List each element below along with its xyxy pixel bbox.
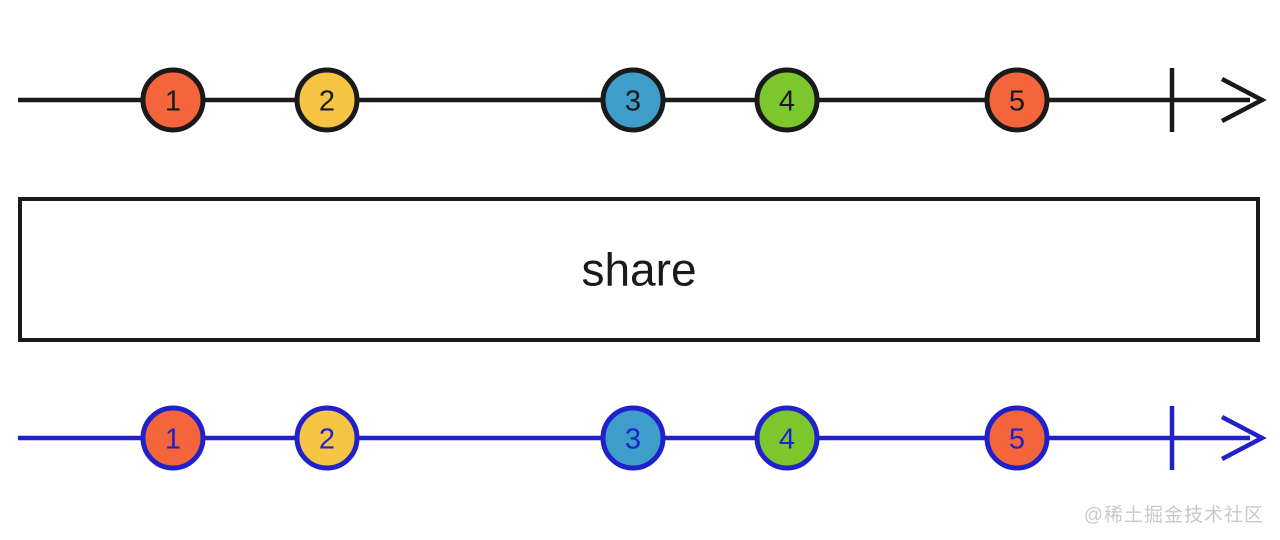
marble (754, 67, 820, 133)
source-timeline: 1 2 3 4 5 (18, 67, 1267, 133)
marble (294, 405, 360, 471)
marble (754, 405, 820, 471)
marble (140, 67, 206, 133)
marble-label: 3 (625, 85, 641, 117)
marble-label: 1 (165, 85, 181, 117)
operator-label: share (581, 244, 696, 296)
watermark: @稀土掘金技术社区 (1083, 505, 1264, 526)
marble-label: 4 (779, 85, 795, 117)
marble-label: 2 (319, 85, 335, 117)
shared-timeline: 1 2 3 4 5 (18, 405, 1267, 471)
operator-box-border (18, 197, 1260, 342)
marble (294, 67, 360, 133)
marble-label: 5 (1009, 85, 1025, 117)
marble (600, 405, 666, 471)
marble (984, 67, 1050, 133)
marble (140, 405, 206, 471)
marble-label: 4 (779, 423, 795, 455)
marble (984, 405, 1050, 471)
marble-label: 5 (1009, 423, 1025, 455)
marble-label: 3 (625, 423, 641, 455)
marble (600, 67, 666, 133)
marble-label: 2 (319, 423, 335, 455)
operator-box: share (18, 197, 1260, 342)
arrow-head-icon (1220, 77, 1267, 123)
arrow-head-icon (1220, 415, 1267, 461)
marble-label: 1 (165, 423, 181, 455)
